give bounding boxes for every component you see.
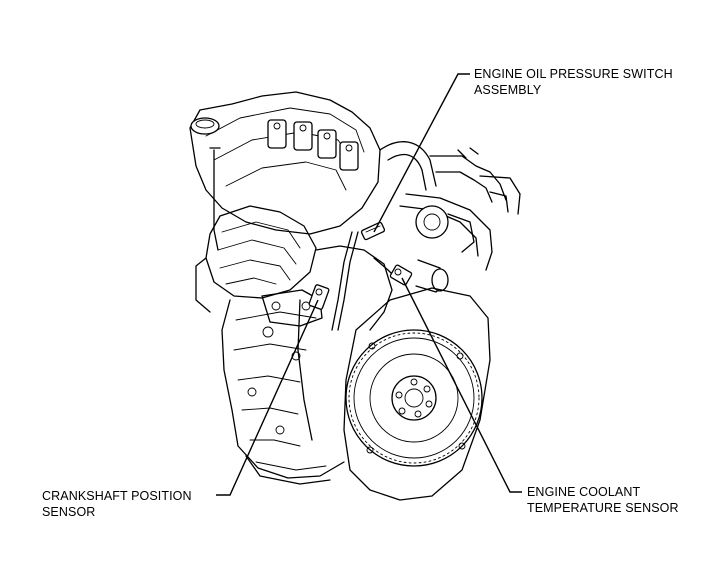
label-line: SENSOR: [42, 505, 96, 519]
label-engine-coolant-temperature-sensor: ENGINE COOLANT TEMPERATURE SENSOR: [527, 484, 679, 516]
label-line: ENGINE COOLANT: [527, 485, 641, 499]
flywheel: [343, 287, 491, 501]
exhaust-manifold: [195, 205, 317, 313]
oil-switch-leader: [373, 73, 470, 233]
label-crankshaft-position-sensor: CRANKSHAFT POSITION SENSOR: [42, 488, 192, 520]
crankshaft-sensor-part: [308, 284, 330, 310]
label-line: ENGINE OIL PRESSURE SWITCH: [474, 67, 673, 81]
coolant-temp-sensor-part: [389, 264, 413, 286]
label-line: ASSEMBLY: [474, 83, 542, 97]
label-line: TEMPERATURE SENSOR: [527, 501, 679, 515]
label-engine-oil-pressure-switch: ENGINE OIL PRESSURE SWITCH ASSEMBLY: [474, 66, 673, 98]
engine-head: [189, 91, 381, 251]
hoses: [379, 141, 521, 293]
label-line: CRANKSHAFT POSITION: [42, 489, 192, 503]
crank-sensor-leader: [216, 299, 319, 496]
leader-lines: [216, 73, 522, 496]
coolant-sensor-leader: [401, 277, 522, 493]
oil-pressure-switch-part: [360, 221, 386, 241]
engine-block: [221, 245, 393, 485]
